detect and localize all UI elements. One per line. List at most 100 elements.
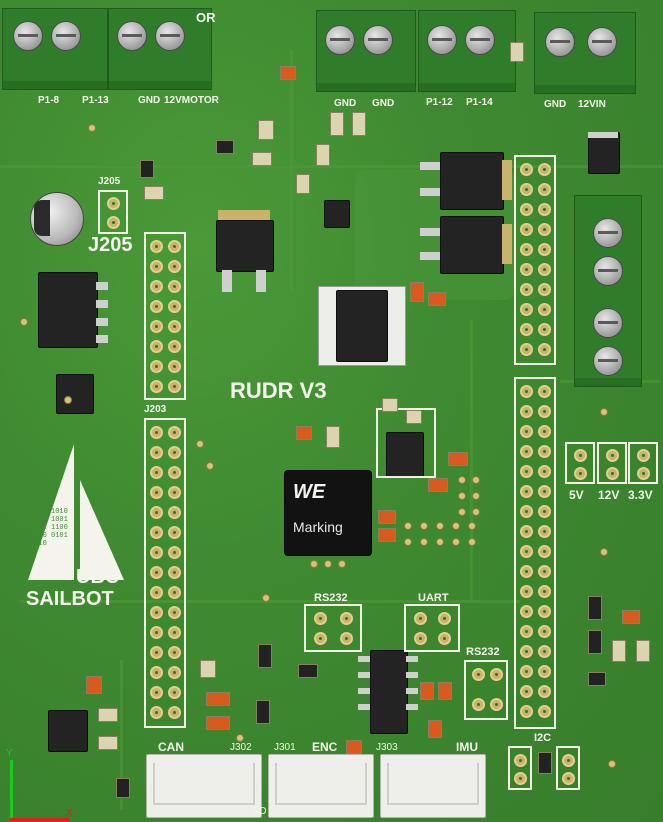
screw-icon: [593, 218, 623, 248]
capacitor-smd-icon: [252, 152, 272, 166]
connector-label: GND: [334, 98, 357, 109]
trace: [470, 320, 473, 600]
pin: [168, 526, 181, 539]
board-title: RUDR V3: [230, 378, 327, 403]
pin: [168, 360, 181, 373]
partial-label: ND: [252, 806, 267, 817]
header-right-upper[interactable]: [514, 155, 556, 365]
capacitor-smd-icon: [428, 292, 446, 306]
via: [472, 476, 480, 484]
resistor-icon: [326, 426, 340, 448]
pin: [520, 343, 533, 356]
pin: [520, 283, 533, 296]
pin: [150, 300, 163, 313]
connector-label: 12VMOTOR: [164, 95, 219, 106]
header-j205[interactable]: [98, 190, 128, 234]
pin: [150, 606, 163, 619]
pin: [150, 706, 163, 719]
via: [436, 522, 444, 530]
header-uart[interactable]: [404, 604, 460, 652]
resistor-icon: [296, 174, 310, 194]
via: [88, 124, 96, 132]
pin: [168, 486, 181, 499]
pin: [107, 197, 120, 210]
pin: [606, 449, 619, 462]
pin: [150, 586, 163, 599]
screw-icon: [325, 25, 355, 55]
ic-lead: [96, 300, 108, 308]
via: [472, 492, 480, 500]
header-upper[interactable]: [144, 232, 186, 400]
jumper-3v3[interactable]: [628, 442, 658, 484]
header-rs232[interactable]: [304, 604, 362, 652]
mosfet-icon: [440, 152, 504, 210]
pin: [150, 380, 163, 393]
connector-label: P1-14: [466, 97, 493, 108]
via: [262, 594, 270, 602]
header-j203[interactable]: [144, 418, 186, 728]
via: [436, 538, 444, 546]
terminal-block-vin: [534, 12, 636, 94]
pin: [150, 546, 163, 559]
resistor-icon: [352, 112, 366, 136]
transistor-icon: [256, 700, 270, 724]
capacitor-smd-icon: [346, 740, 362, 754]
pin: [150, 446, 163, 459]
screw-icon: [363, 25, 393, 55]
resistor-icon: [258, 120, 274, 140]
transistor-icon: [588, 596, 602, 620]
pin: [538, 625, 551, 638]
pin: [520, 405, 533, 418]
ic-lead: [406, 704, 418, 710]
pin: [168, 546, 181, 559]
pin: [520, 645, 533, 658]
via: [64, 396, 72, 404]
pin: [314, 632, 327, 645]
jumper-5v[interactable]: [565, 442, 595, 484]
pin: [414, 632, 427, 645]
jst-connector-can[interactable]: [146, 754, 262, 818]
pin: [520, 465, 533, 478]
pin: [538, 343, 551, 356]
jst-connector-enc[interactable]: [268, 754, 374, 818]
trace: [0, 165, 663, 168]
pin: [168, 320, 181, 333]
pin: [520, 625, 533, 638]
pin: [520, 705, 533, 718]
inductor-icon: WE Marking: [284, 470, 372, 556]
pin: [150, 506, 163, 519]
y-axis-label: Y: [6, 748, 13, 759]
chip-icon: [48, 710, 88, 752]
pin: [520, 243, 533, 256]
pin: [514, 772, 527, 785]
refdes-label: J302: [230, 742, 252, 753]
header-right-lower[interactable]: [514, 377, 556, 729]
pin: [538, 243, 551, 256]
header-i2c-left[interactable]: [508, 746, 532, 790]
diode-band: [588, 132, 618, 138]
pin: [538, 183, 551, 196]
screw-icon: [51, 21, 81, 51]
pin: [168, 300, 181, 313]
ic-lead: [358, 704, 370, 710]
pin: [538, 223, 551, 236]
terminal-block-p1: [2, 8, 108, 90]
trace: [290, 50, 293, 290]
pin: [538, 605, 551, 618]
header-rs232-b[interactable]: [464, 660, 508, 720]
ic-lead: [256, 270, 266, 292]
diode-smd-icon: [298, 664, 318, 678]
transistor-icon: [588, 630, 602, 654]
header-i2c-right[interactable]: [556, 746, 580, 790]
jumper-12v[interactable]: [597, 442, 627, 484]
pin: [168, 686, 181, 699]
screw-icon: [545, 27, 575, 57]
voltage-label: 12V: [598, 488, 620, 502]
pin: [538, 303, 551, 316]
ic-lead: [358, 672, 370, 678]
pin: [438, 612, 451, 625]
jst-connector-imu[interactable]: [380, 754, 486, 818]
pin: [538, 425, 551, 438]
screw-icon: [13, 21, 43, 51]
pin: [414, 612, 427, 625]
